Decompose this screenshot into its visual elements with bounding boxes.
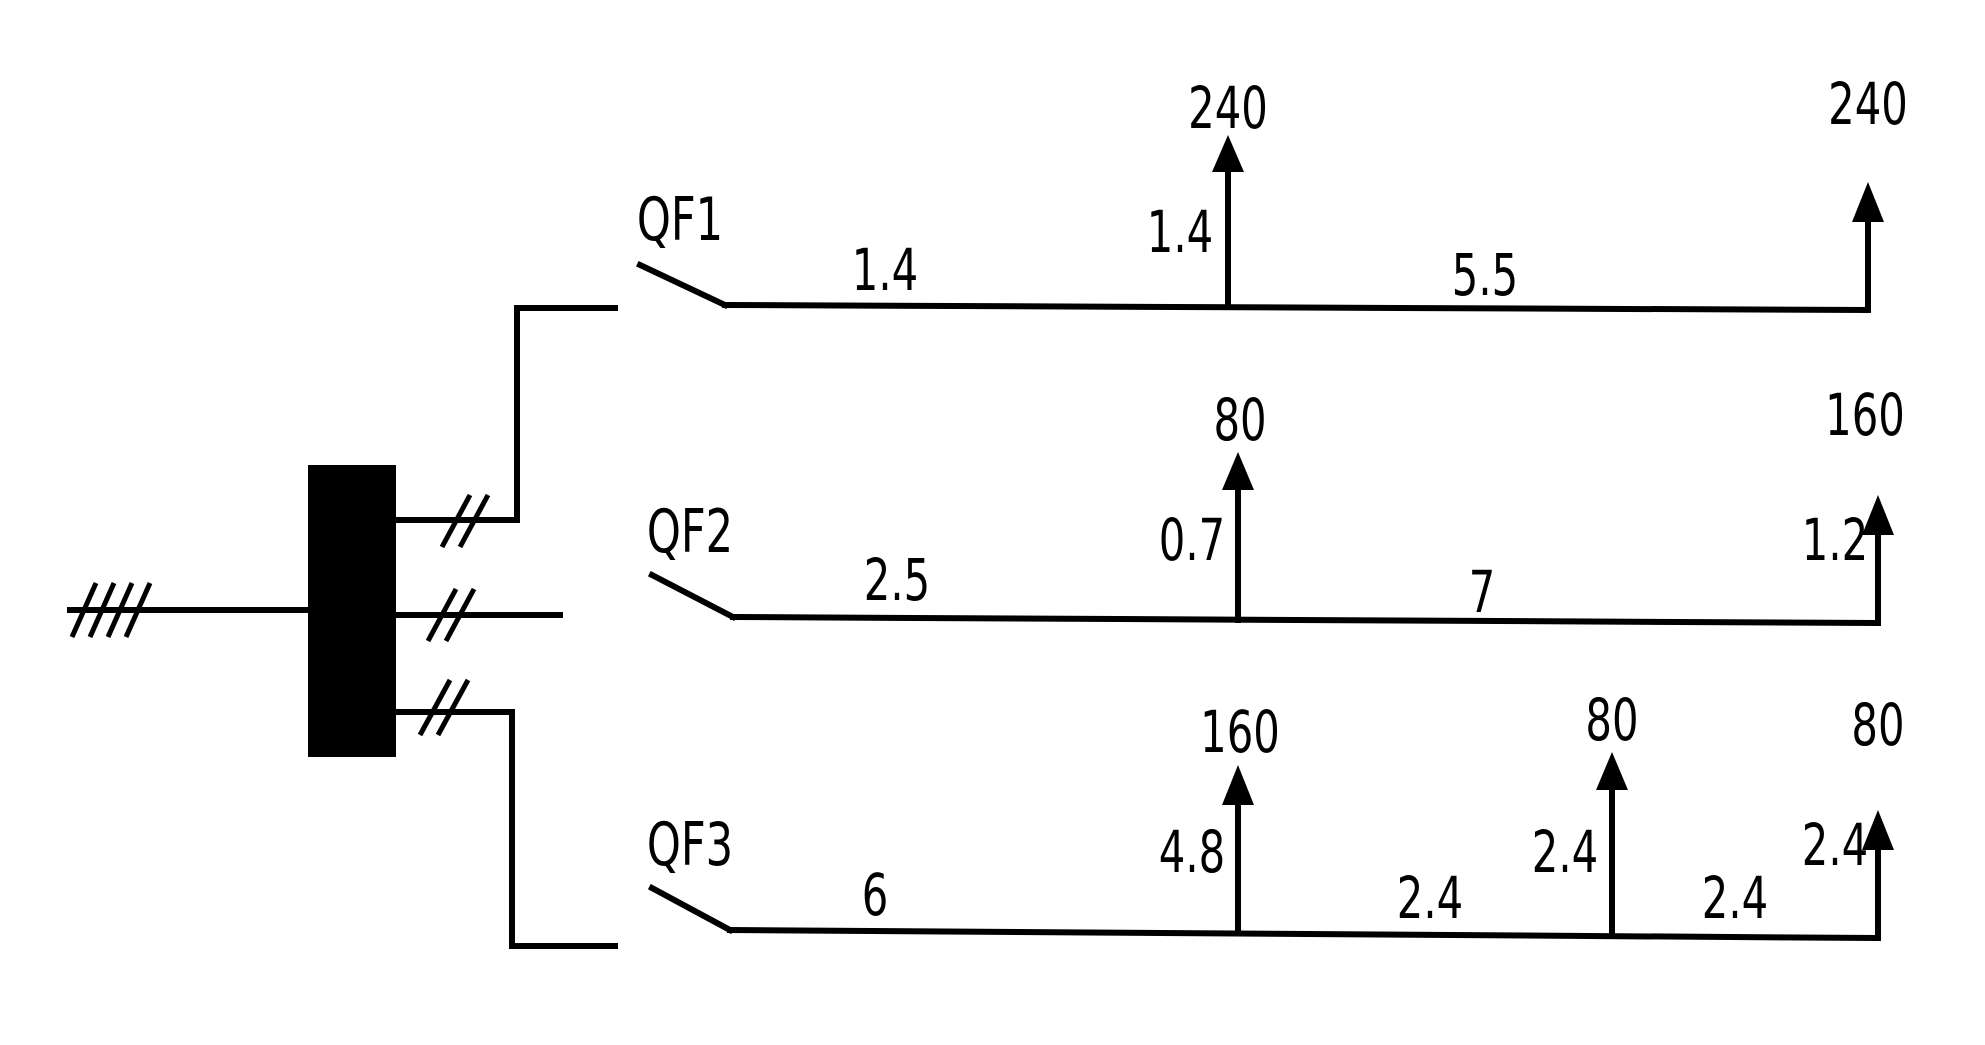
qf3-main-line <box>726 926 1879 942</box>
qf1-segment-1: 1.4 <box>852 236 918 304</box>
qf3-segment-3: 2.4 <box>1702 864 1768 932</box>
qf3-load-2: 80 <box>1585 686 1638 754</box>
qf1-load-2: 240 <box>1828 70 1908 138</box>
arrow-icon <box>1212 135 1244 172</box>
qf2-segment-2: 7 <box>1469 558 1496 626</box>
qf1-tap-1-value: 1.4 <box>1147 198 1213 266</box>
qf3-segment-1: 6 <box>862 861 889 929</box>
distribution-board <box>308 465 396 757</box>
qf2-load-2: 160 <box>1825 381 1905 449</box>
supply-hatch-4 <box>69 581 153 639</box>
qf1-main-line <box>721 301 1869 314</box>
qf3-load-1: 160 <box>1200 698 1280 766</box>
line-qf2 <box>647 452 1894 627</box>
breaker-label-qf3: QF3 <box>647 810 733 880</box>
arrow-icon <box>1852 182 1884 222</box>
qf2-load-1: 80 <box>1213 386 1266 454</box>
qf3-tap-1-value: 4.8 <box>1159 818 1225 886</box>
feeder-qf3 <box>393 678 618 949</box>
qf3-load-3: 80 <box>1851 691 1904 759</box>
incoming-supply <box>67 581 313 639</box>
qf3-segment-2: 2.4 <box>1397 864 1463 932</box>
arrow-icon <box>1222 452 1254 490</box>
breaker-label-qf1: QF1 <box>637 185 723 255</box>
breaker-label-qf2: QF2 <box>647 497 733 567</box>
arrow-icon <box>1222 765 1254 805</box>
arrow-icon <box>1596 752 1628 790</box>
qf2-segment-1: 2.5 <box>864 546 930 614</box>
qf1-segment-2: 5.5 <box>1452 241 1518 309</box>
qf2-tap-1-value: 0.7 <box>1159 506 1225 574</box>
qf2-tap-2-value: 1.2 <box>1802 506 1868 574</box>
qf3-tap-2-value: 2.4 <box>1532 818 1598 886</box>
qf2-main-line <box>729 613 1879 627</box>
arrow-icon <box>1862 495 1894 535</box>
breaker-qf3-switch <box>647 883 735 935</box>
feeder-qf2 <box>393 587 563 643</box>
breaker-qf1-switch <box>636 261 729 309</box>
feeder-qf1 <box>393 305 618 549</box>
breaker-qf2-switch <box>647 570 738 622</box>
arrow-icon <box>1862 810 1894 850</box>
qf3-tap-3-value: 2.4 <box>1802 811 1868 879</box>
qf1-load-1: 240 <box>1188 74 1268 142</box>
line-qf1 <box>636 135 1884 314</box>
line-qf3 <box>647 752 1894 942</box>
